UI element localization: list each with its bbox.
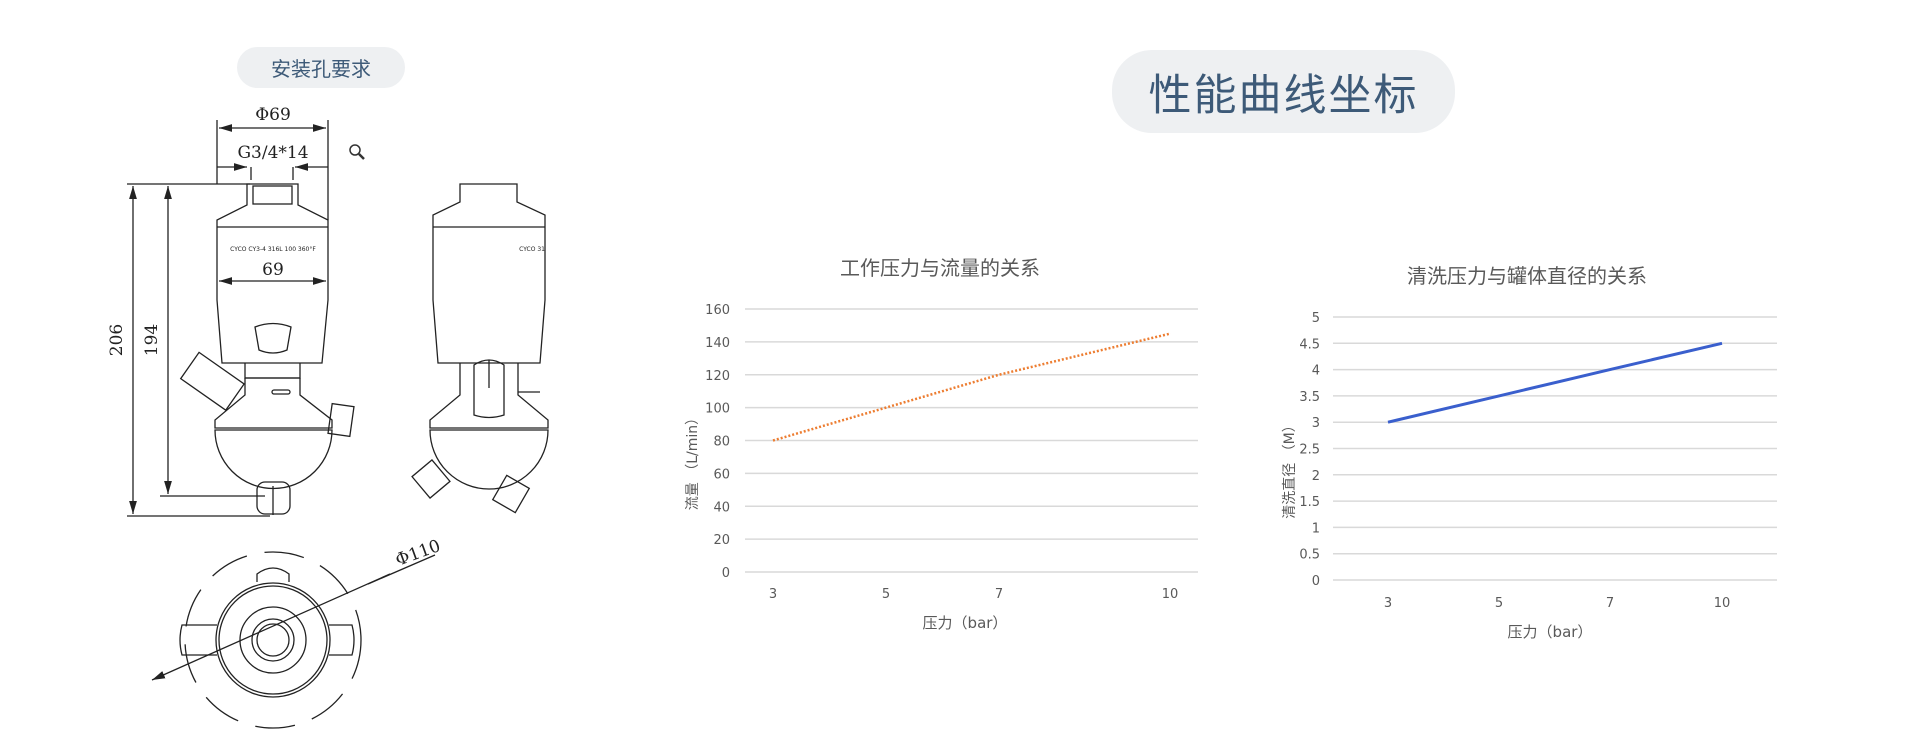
y-axis-label: 流量 （L/min） — [685, 411, 701, 510]
install-hole-title-text: 安装孔要求 — [271, 57, 371, 81]
magnifier-icon[interactable] — [349, 144, 365, 160]
x-tick-label: 7 — [995, 587, 1003, 602]
x-tick-label: 3 — [769, 587, 777, 602]
chart-title: 清洗压力与罐体直径的关系 — [1407, 264, 1647, 288]
y-tick-label: 160 — [705, 303, 730, 318]
y-tick-label: 3.5 — [1299, 390, 1320, 405]
side-view: CYCO 31 — [411, 183, 549, 514]
dim-body-width: 69 — [262, 260, 284, 280]
y-tick-label: 5 — [1312, 311, 1320, 326]
y-tick-label: 0.5 — [1299, 548, 1320, 563]
chart-title: 工作压力与流量的关系 — [840, 256, 1040, 280]
svg-text:CYCO 31: CYCO 31 — [519, 246, 545, 253]
y-tick-label: 3 — [1312, 416, 1320, 431]
y-tick-label: 4 — [1312, 364, 1320, 379]
y-tick-label: 60 — [713, 467, 730, 482]
y-tick-label: 0 — [1312, 574, 1320, 589]
dim-total-height: 206 — [107, 324, 127, 356]
y-tick-label: 40 — [713, 500, 730, 515]
dim-top-diameter: Φ69 — [255, 105, 291, 125]
y-tick-label: 20 — [713, 533, 730, 548]
x-tick-label: 5 — [882, 587, 890, 602]
y-tick-label: 2 — [1312, 469, 1320, 484]
dim-inner-height: 194 — [142, 324, 162, 356]
technical-drawing: Φ69 G3/4*14 69 206 194 CYCO CY3-4 316L 1… — [107, 105, 549, 729]
y-tick-label: 120 — [705, 369, 730, 384]
y-tick-label: 100 — [705, 402, 730, 417]
performance-curve-title: 性能曲线坐标 — [1112, 50, 1455, 133]
bottom-view — [151, 551, 436, 729]
x-tick-label: 3 — [1384, 596, 1392, 611]
y-tick-label: 140 — [705, 336, 730, 351]
x-tick-label: 5 — [1495, 596, 1503, 611]
x-axis-label: 压力（bar） — [923, 614, 1008, 632]
install-hole-title: 安装孔要求 — [237, 47, 405, 88]
x-tick-label: 10 — [1162, 587, 1179, 602]
y-tick-label: 4.5 — [1299, 337, 1320, 352]
performance-curve-title-text: 性能曲线坐标 — [1148, 70, 1419, 121]
dim-thread: G3/4*14 — [237, 143, 308, 163]
y-tick-label: 2.5 — [1299, 443, 1320, 458]
series-line — [1387, 341, 1723, 424]
svg-text:CYCO CY3-4 316L 100 360°F: CYCO CY3-4 316L 100 360°F — [230, 246, 316, 253]
front-view: CYCO CY3-4 316L 100 360°F — [179, 183, 355, 515]
y-axis-label: 清洗直径 （M） — [1281, 418, 1298, 519]
y-tick-label: 1.5 — [1299, 495, 1320, 510]
y-tick-label: 80 — [713, 435, 730, 450]
y-tick-label: 0 — [722, 566, 730, 581]
y-tick-label: 1 — [1312, 521, 1320, 536]
x-tick-label: 10 — [1714, 596, 1731, 611]
front-view-dimensions — [127, 120, 329, 517]
x-tick-label: 7 — [1606, 596, 1614, 611]
series-line — [772, 332, 1171, 442]
x-axis-label: 压力（bar） — [1508, 623, 1593, 641]
